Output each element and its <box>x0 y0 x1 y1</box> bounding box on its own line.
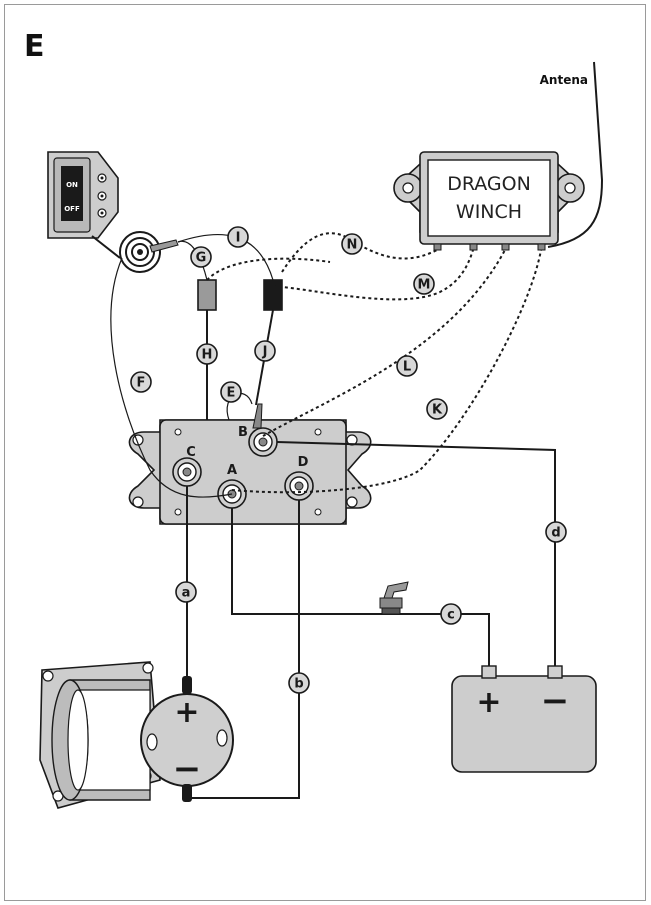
winch-motor: + − <box>39 661 234 809</box>
antenna-label: Antena <box>540 73 588 87</box>
svg-text:b: b <box>294 677 303 692</box>
motor-minus-sign: − <box>173 749 202 789</box>
control-wires <box>206 232 542 494</box>
coiled-cable <box>91 231 179 273</box>
switch-on-label: ON <box>66 181 78 189</box>
antenna: Antena <box>540 61 604 248</box>
control-box-line2: WINCH <box>456 201 522 223</box>
switch-off-label: OFF <box>64 205 80 213</box>
wire-label-J: J <box>254 340 276 362</box>
svg-text:E: E <box>227 386 236 401</box>
terminal-d <box>284 471 314 501</box>
svg-text:L: L <box>403 360 411 375</box>
power-wires <box>110 233 556 799</box>
wire-label-c: c <box>440 603 462 625</box>
wire-label-a: a <box>175 581 197 603</box>
wire-label-E: E <box>220 381 242 403</box>
wire-label-G: G <box>190 246 212 268</box>
dragon-winch-control-box: DRAGON WINCH <box>393 151 585 251</box>
svg-text:J: J <box>262 345 268 360</box>
svg-text:I: I <box>236 231 241 246</box>
page-frame <box>4 4 646 901</box>
terminal-d-letter: D <box>298 455 309 470</box>
battery: + − <box>451 665 597 773</box>
wire-label-M: M <box>413 273 435 295</box>
svg-text:H: H <box>202 348 213 363</box>
motor-plus-sign: + <box>174 695 199 730</box>
svg-text:d: d <box>551 526 560 541</box>
terminal-c <box>172 457 202 487</box>
svg-text:M: M <box>418 278 431 293</box>
svg-text:N: N <box>347 238 358 253</box>
battery-minus-sign: − <box>541 681 570 721</box>
figure-letter: E <box>24 29 45 64</box>
svg-text:a: a <box>182 586 191 601</box>
control-box-line1: DRAGON <box>447 173 531 195</box>
battery-plus-sign: + <box>476 685 501 720</box>
connector-g <box>197 279 217 311</box>
wire-label-d: d <box>545 521 567 543</box>
svg-text:F: F <box>137 376 146 391</box>
terminal-a-letter: A <box>227 463 237 478</box>
wire-label-K: K <box>426 398 448 420</box>
connector-j <box>263 279 283 311</box>
wire-label-L: L <box>396 355 418 377</box>
rocker-switch: ON OFF <box>47 151 119 239</box>
terminal-b-letter: B <box>238 425 248 440</box>
wire-label-I: I <box>227 226 249 248</box>
battery-isolator-switch <box>379 581 409 615</box>
wire-label-H: H <box>196 343 218 365</box>
svg-text:K: K <box>432 403 443 418</box>
svg-text:G: G <box>196 251 207 266</box>
terminal-c-letter: C <box>186 445 196 460</box>
wire-label-b: b <box>288 672 310 694</box>
svg-text:c: c <box>447 608 455 623</box>
wire-label-F: F <box>130 371 152 393</box>
wire-label-N: N <box>341 233 363 255</box>
